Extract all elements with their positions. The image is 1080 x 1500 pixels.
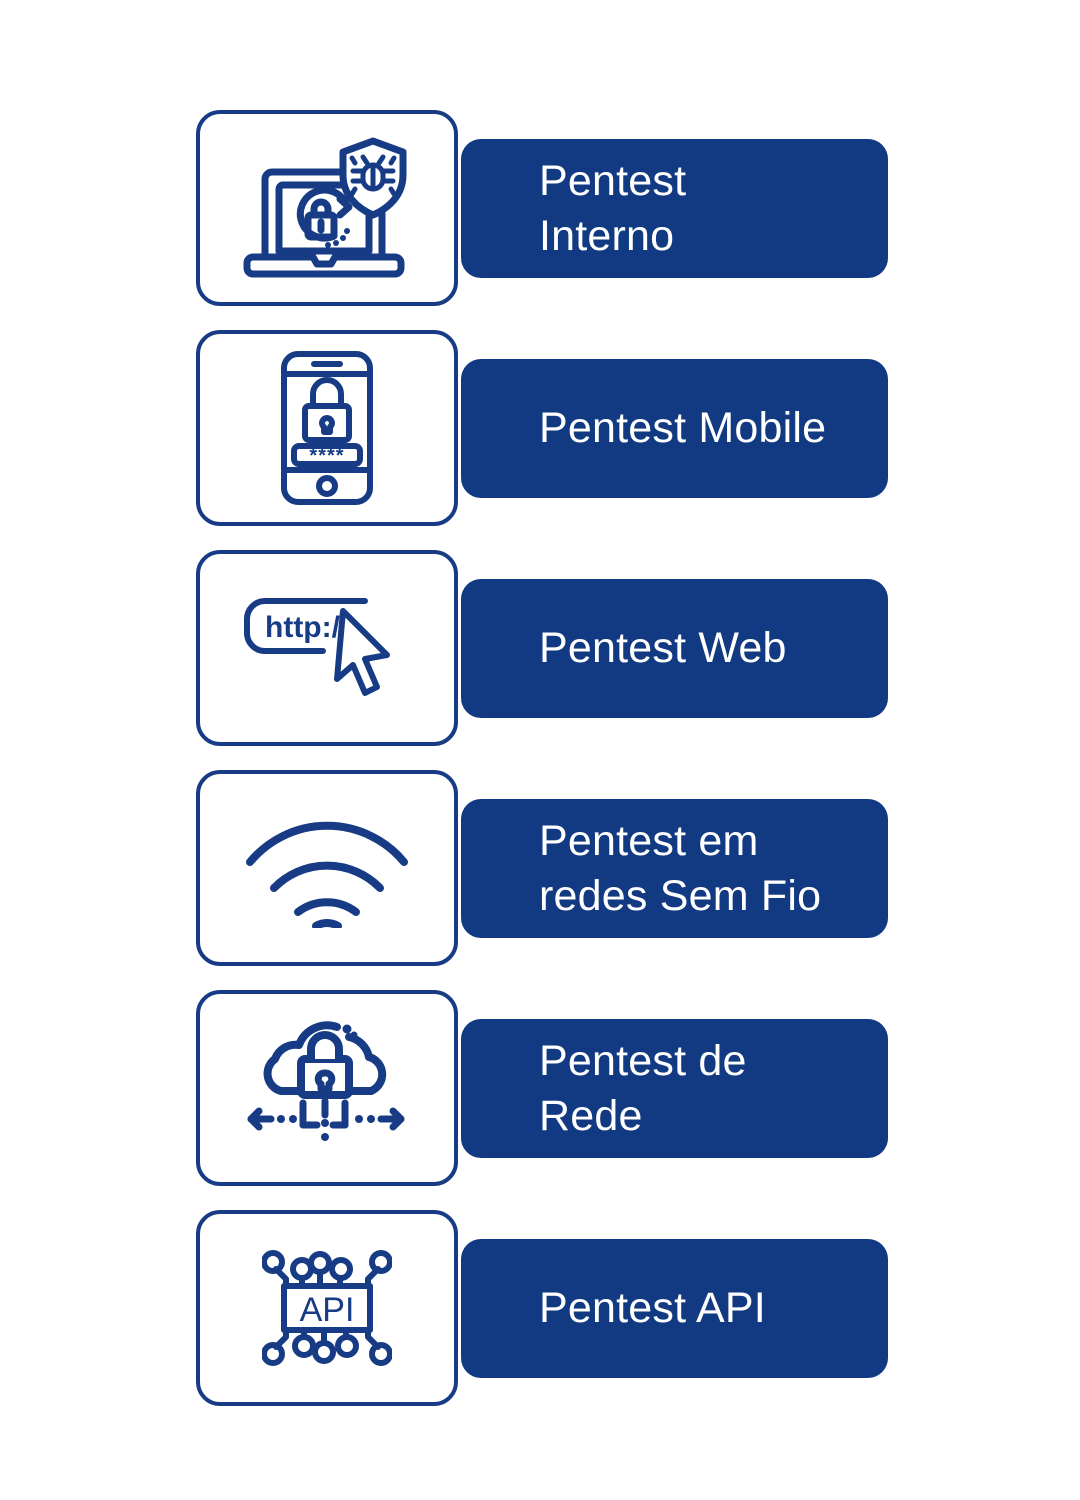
svg-text:API: API bbox=[300, 1291, 355, 1329]
service-label-bar[interactable]: Pentest API bbox=[461, 1239, 888, 1378]
service-icon-card[interactable]: API bbox=[196, 1210, 458, 1406]
cloud-lock-network-arrows-icon bbox=[247, 1021, 405, 1141]
service-icon-card[interactable] bbox=[196, 110, 458, 306]
service-label-bar[interactable]: Pentest em redes Sem Fio bbox=[461, 799, 888, 938]
service-icon-card[interactable] bbox=[196, 770, 458, 966]
service-icon-card[interactable] bbox=[196, 990, 458, 1186]
service-row: Pentest de Rede bbox=[196, 990, 888, 1186]
service-label-bar[interactable]: Pentest Interno bbox=[461, 139, 888, 278]
laptop-shield-bug-lock-icon bbox=[243, 137, 407, 278]
url-bar-http-cursor-icon: http:// bbox=[244, 598, 390, 696]
service-row: Pentest API bbox=[196, 1210, 888, 1406]
service-icon-card[interactable]: **** bbox=[196, 330, 458, 526]
service-label: Pentest Interno bbox=[539, 156, 687, 260]
service-label: Pentest em redes Sem Fio bbox=[539, 816, 822, 920]
service-label-bar[interactable]: Pentest Web bbox=[461, 579, 888, 718]
service-label: Pentest Web bbox=[539, 624, 787, 673]
service-row: Pentest Interno bbox=[196, 110, 888, 306]
mobile-phone-lock-password-icon: **** bbox=[281, 351, 373, 505]
service-row: Pentest em redes Sem Fio bbox=[196, 770, 888, 966]
service-label-bar[interactable]: Pentest Mobile bbox=[461, 359, 888, 498]
service-label: Pentest de Rede bbox=[539, 1036, 747, 1140]
service-label: Pentest API bbox=[539, 1284, 766, 1333]
service-label: Pentest Mobile bbox=[539, 404, 827, 453]
wifi-signal-icon bbox=[246, 821, 408, 928]
service-icon-card[interactable]: http:// bbox=[196, 550, 458, 746]
service-row: Pentest Web http:// bbox=[196, 550, 888, 746]
service-row: Pentest Mobile **** bbox=[196, 330, 888, 526]
svg-text:****: **** bbox=[309, 445, 344, 467]
api-chip-circuit-icon: API bbox=[262, 1250, 392, 1366]
service-label-bar[interactable]: Pentest de Rede bbox=[461, 1019, 888, 1158]
svg-text:http://: http:// bbox=[265, 611, 349, 644]
